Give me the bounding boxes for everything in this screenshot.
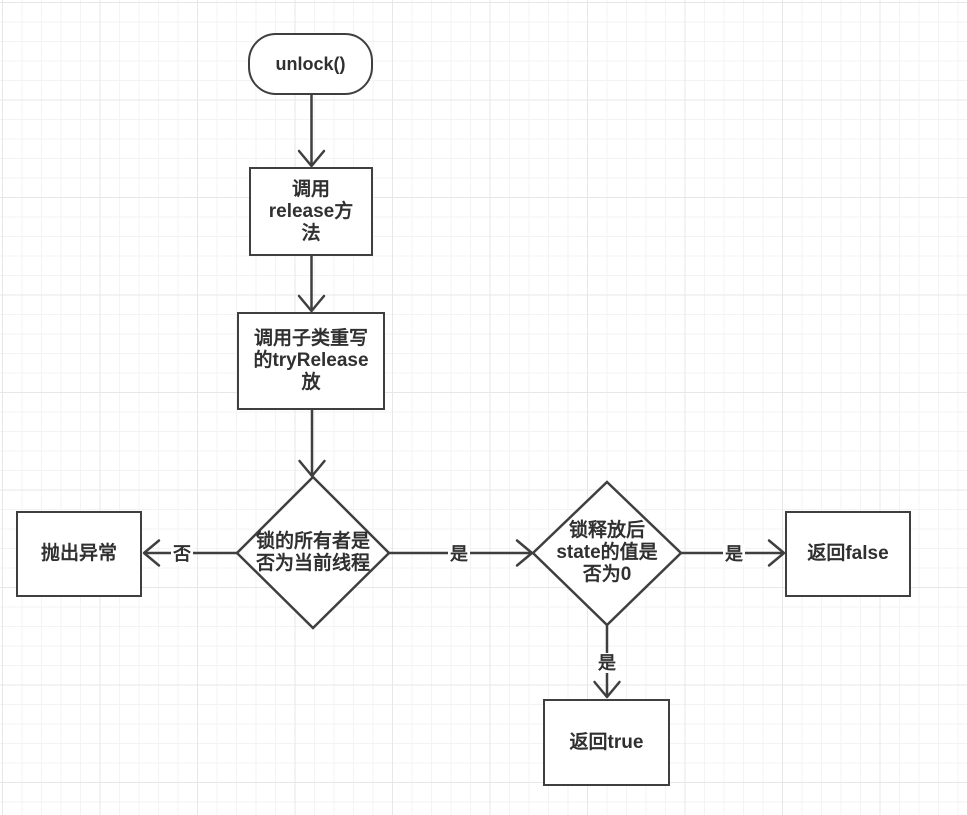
node-return-true-label: 返回true bbox=[569, 731, 644, 753]
arrowhead bbox=[767, 539, 786, 567]
node-call-release[interactable]: 调用 release方 法 bbox=[249, 167, 373, 256]
node-state-check-shape[interactable] bbox=[531, 480, 683, 627]
arrowhead bbox=[297, 294, 326, 313]
edge-release-to-try[interactable] bbox=[297, 256, 326, 313]
edge-label-yes-owner: 是 bbox=[448, 544, 470, 564]
node-throw-exception[interactable]: 抛出异常 bbox=[16, 511, 142, 597]
arrowhead bbox=[297, 149, 326, 168]
node-return-true[interactable]: 返回true bbox=[543, 699, 670, 786]
arrowhead bbox=[142, 539, 161, 567]
arrowhead bbox=[593, 680, 621, 699]
node-call-try-release[interactable]: 调用子类重写 的tryRelease 放 bbox=[237, 312, 385, 410]
node-start-label: unlock() bbox=[275, 54, 346, 74]
edge-try-to-owner[interactable] bbox=[298, 410, 326, 478]
node-call-release-label: 调用 release方 法 bbox=[268, 178, 354, 244]
node-owner-check-shape[interactable] bbox=[235, 475, 391, 630]
edge-start-to-release[interactable] bbox=[297, 95, 326, 168]
edge-label-no: 否 bbox=[171, 544, 193, 564]
node-throw-exception-label: 抛出异常 bbox=[40, 543, 117, 564]
edge-label-yes-false: 是 bbox=[723, 544, 745, 564]
node-owner-check-label: 锁的所有者是 否为当前线程 bbox=[255, 531, 370, 574]
node-return-false[interactable]: 返回false bbox=[785, 511, 911, 597]
node-return-false-label: 返回false bbox=[807, 543, 889, 564]
node-state-check-label: 锁释放后 state的值是 否为0 bbox=[556, 520, 658, 585]
node-start[interactable]: unlock() bbox=[248, 33, 373, 95]
node-call-try-release-label: 调用子类重写 的tryRelease 放 bbox=[253, 328, 369, 393]
edge-label-yes-true: 是 bbox=[596, 653, 618, 673]
arrowhead bbox=[298, 459, 326, 478]
